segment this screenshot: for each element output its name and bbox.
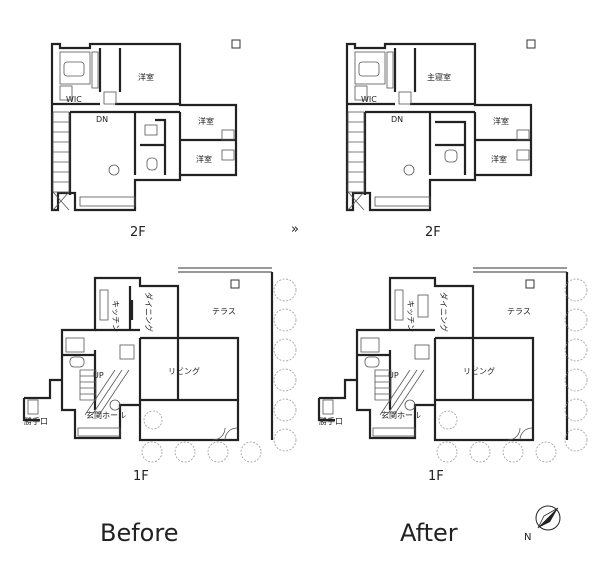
toilet-fixture	[63, 61, 85, 77]
sink	[103, 91, 117, 105]
tree-icon	[436, 410, 557, 463]
room-label: リビング	[168, 366, 200, 376]
stair-icon	[79, 369, 130, 416]
balcony	[79, 196, 136, 207]
cabinet	[27, 399, 39, 415]
closet	[91, 51, 99, 89]
room-label: 洋室	[493, 116, 509, 126]
wall	[95, 286, 178, 405]
plan-1f-after: キッチン ダイニング テラス リビング UP 玄関ホール 勝手口 1F	[317, 267, 588, 484]
room-label: 主寝室	[427, 72, 451, 82]
entrance-step	[77, 427, 121, 437]
plan-1f-before: キッチン ダイニング テラス リビング UP 玄関ホール 勝手口 1F	[22, 267, 297, 484]
room-label: DN	[96, 115, 108, 124]
room-label: WIC	[66, 95, 82, 104]
kitchen-counter	[99, 289, 109, 321]
room-label: 洋室	[198, 116, 214, 126]
wall	[62, 350, 97, 410]
plan-2f-after: 主寝室 WIC DN 洋室 洋室 2F	[345, 39, 536, 240]
floor-label: 2F	[425, 225, 441, 240]
outer-wall	[50, 42, 238, 212]
room-label: 洋室	[491, 154, 507, 164]
bath-fixture	[59, 51, 91, 85]
caption-after: After	[400, 519, 458, 547]
stair-icon	[347, 111, 365, 211]
room-label: 玄関ホール	[86, 410, 126, 420]
room-label: キッチン	[406, 300, 415, 332]
caption-before: Before	[100, 519, 178, 547]
floor-label: 2F	[130, 225, 146, 240]
toilet	[146, 157, 158, 171]
closet	[221, 129, 235, 141]
stair-icon	[374, 369, 425, 416]
column-marker	[231, 39, 241, 49]
tree-icon	[564, 278, 588, 452]
room-label: WIC	[361, 95, 377, 104]
kitchen-island	[417, 294, 429, 318]
service-entry-wall	[22, 378, 62, 422]
toilet	[69, 356, 85, 368]
wall	[140, 118, 167, 175]
wall	[68, 112, 137, 195]
room-label: 洋室	[138, 72, 154, 82]
room-label: テラス	[212, 307, 236, 316]
room-label: 玄関ホール	[381, 410, 421, 420]
sink	[144, 124, 158, 136]
terrace-rail	[178, 267, 272, 273]
sink	[119, 344, 135, 360]
room-label: UP	[388, 371, 399, 380]
floor-label: 1F	[428, 469, 444, 484]
closet	[59, 85, 73, 101]
tree-icon	[273, 278, 297, 452]
room-label: キッチン	[111, 300, 120, 332]
closet	[221, 149, 235, 161]
room-label: ダイニング	[439, 292, 449, 332]
column-marker	[230, 279, 240, 289]
door-swing	[212, 427, 238, 441]
floor-label: 1F	[133, 469, 149, 484]
tree-icon	[141, 410, 262, 463]
bath-fixture	[65, 337, 85, 353]
room-label: 勝手口	[319, 416, 343, 426]
room-label: リビング	[463, 366, 495, 376]
column-circle	[108, 164, 120, 176]
double-chevron-icon: »	[291, 222, 299, 237]
room-label: UP	[93, 371, 104, 380]
north-label: N	[524, 532, 531, 543]
room-label: ダイニング	[144, 292, 154, 332]
stair-icon	[52, 111, 70, 211]
plan-2f-before: 洋室 WIC DN 洋室 洋室 2F	[50, 39, 241, 240]
room-label: 洋室	[196, 154, 212, 164]
room-label: DN	[391, 115, 403, 124]
room-label: テラス	[507, 307, 531, 316]
wall	[140, 338, 238, 402]
north-arrow-icon	[535, 505, 561, 531]
wall	[98, 48, 122, 92]
column-circle	[109, 399, 121, 411]
room-label: 勝手口	[24, 416, 48, 426]
